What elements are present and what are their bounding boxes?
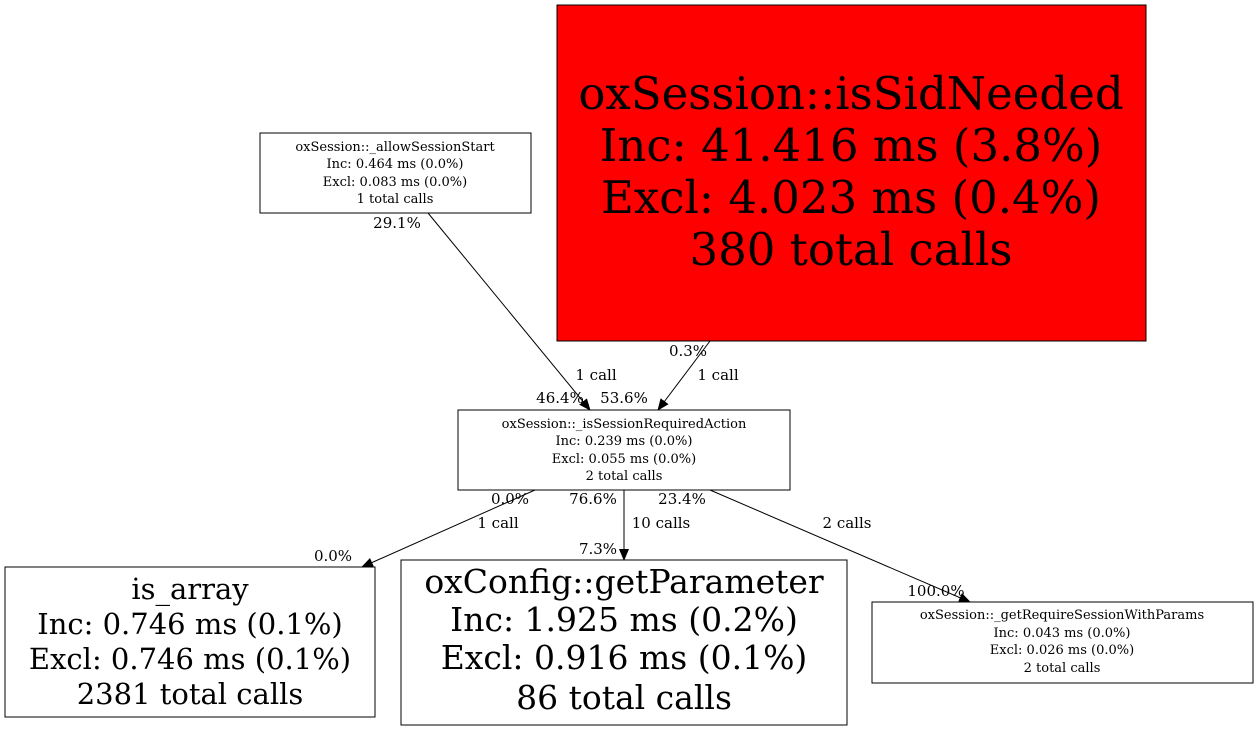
node-inclusive-time: Inc: 0.239 ms (0.0%): [556, 434, 693, 449]
edge-allow-to-required: 29.1% 1 call 46.4%: [373, 212, 617, 411]
edge-head-percent: 7.3%: [579, 540, 617, 558]
node-function-name: oxSession::_getRequireSessionWithParams: [920, 608, 1204, 623]
edge-required-to-getparameter: 76.6% 10 calls 7.3%: [569, 490, 691, 561]
node-total-calls: 2 total calls: [1024, 661, 1101, 676]
node-total-calls: 2381 total calls: [77, 677, 304, 711]
node-function-name: oxSession::_isSessionRequiredAction: [502, 417, 747, 432]
node-total-calls: 380 total calls: [690, 223, 1013, 276]
node-exclusive-time: Excl: 0.746 ms (0.1%): [29, 642, 351, 676]
node-is-sid-needed[interactable]: oxSession::isSidNeeded Inc: 41.416 ms (3…: [556, 4, 1147, 342]
edge-call-count: 1 call: [575, 366, 616, 384]
node-exclusive-time: Excl: 0.916 ms (0.1%): [441, 638, 808, 677]
node-exclusive-time: Excl: 0.055 ms (0.0%): [552, 452, 696, 467]
node-box: [400, 559, 848, 726]
edge-issidneeded-to-required: 0.3% 1 call 53.6%: [600, 340, 739, 411]
edge-required-to-getrequiresession: 23.4% 2 calls 100.0%: [658, 489, 971, 603]
edge-head-percent: 46.4%: [536, 389, 584, 407]
node-exclusive-time: Excl: 0.026 ms (0.0%): [990, 643, 1134, 658]
node-inclusive-time: Inc: 1.925 ms (0.2%): [450, 600, 798, 639]
node-allow-session-start[interactable]: oxSession::_allowSessionStart Inc: 0.464…: [259, 132, 532, 214]
node-total-calls: 1 total calls: [357, 192, 434, 207]
node-inclusive-time: Inc: 0.043 ms (0.0%): [994, 626, 1131, 641]
node-exclusive-time: Excl: 4.023 ms (0.4%): [601, 171, 1101, 224]
node-inclusive-time: Inc: 0.464 ms (0.0%): [327, 157, 464, 172]
edge-head-percent: 53.6%: [600, 389, 648, 407]
node-function-name: oxSession::_allowSessionStart: [295, 140, 495, 155]
node-function-name: is_array: [131, 572, 249, 607]
edge-head-percent: 100.0%: [907, 582, 964, 600]
node-function-name: oxSession::isSidNeeded: [578, 67, 1123, 120]
node-total-calls: 2 total calls: [586, 469, 663, 484]
edge-tail-percent: 76.6%: [569, 490, 617, 508]
node-exclusive-time: Excl: 0.083 ms (0.0%): [323, 175, 467, 190]
edge-tail-percent: 0.0%: [491, 490, 529, 508]
edge-tail-percent: 23.4%: [658, 490, 706, 508]
node-get-require-session-with-params[interactable]: oxSession::_getRequireSessionWithParams …: [871, 601, 1254, 684]
node-box: [556, 4, 1147, 342]
node-get-parameter[interactable]: oxConfig::getParameter Inc: 1.925 ms (0.…: [400, 559, 848, 726]
node-is-array[interactable]: is_array Inc: 0.746 ms (0.1%) Excl: 0.74…: [4, 566, 376, 718]
node-total-calls: 86 total calls: [516, 678, 732, 717]
node-box: [259, 132, 532, 214]
edge-tail-percent: 0.3%: [669, 342, 707, 360]
edge-tail-percent: 29.1%: [373, 214, 421, 232]
node-inclusive-time: Inc: 41.416 ms (3.8%): [600, 119, 1103, 172]
edge-required-to-isarray: 0.0% 1 call 0.0%: [314, 489, 536, 568]
node-inclusive-time: Inc: 0.746 ms (0.1%): [37, 607, 343, 641]
edge-call-count: 1 call: [477, 514, 518, 532]
node-box: [457, 409, 791, 491]
edge-call-count: 1 call: [697, 366, 738, 384]
edge-head-percent: 0.0%: [314, 547, 352, 565]
edge-call-count: 2 calls: [823, 514, 872, 532]
node-box: [4, 566, 376, 718]
node-function-name: oxConfig::getParameter: [424, 562, 824, 601]
node-is-session-required-action[interactable]: oxSession::_isSessionRequiredAction Inc:…: [457, 409, 791, 491]
node-box: [871, 601, 1254, 684]
edge-call-count: 10 calls: [632, 514, 691, 532]
